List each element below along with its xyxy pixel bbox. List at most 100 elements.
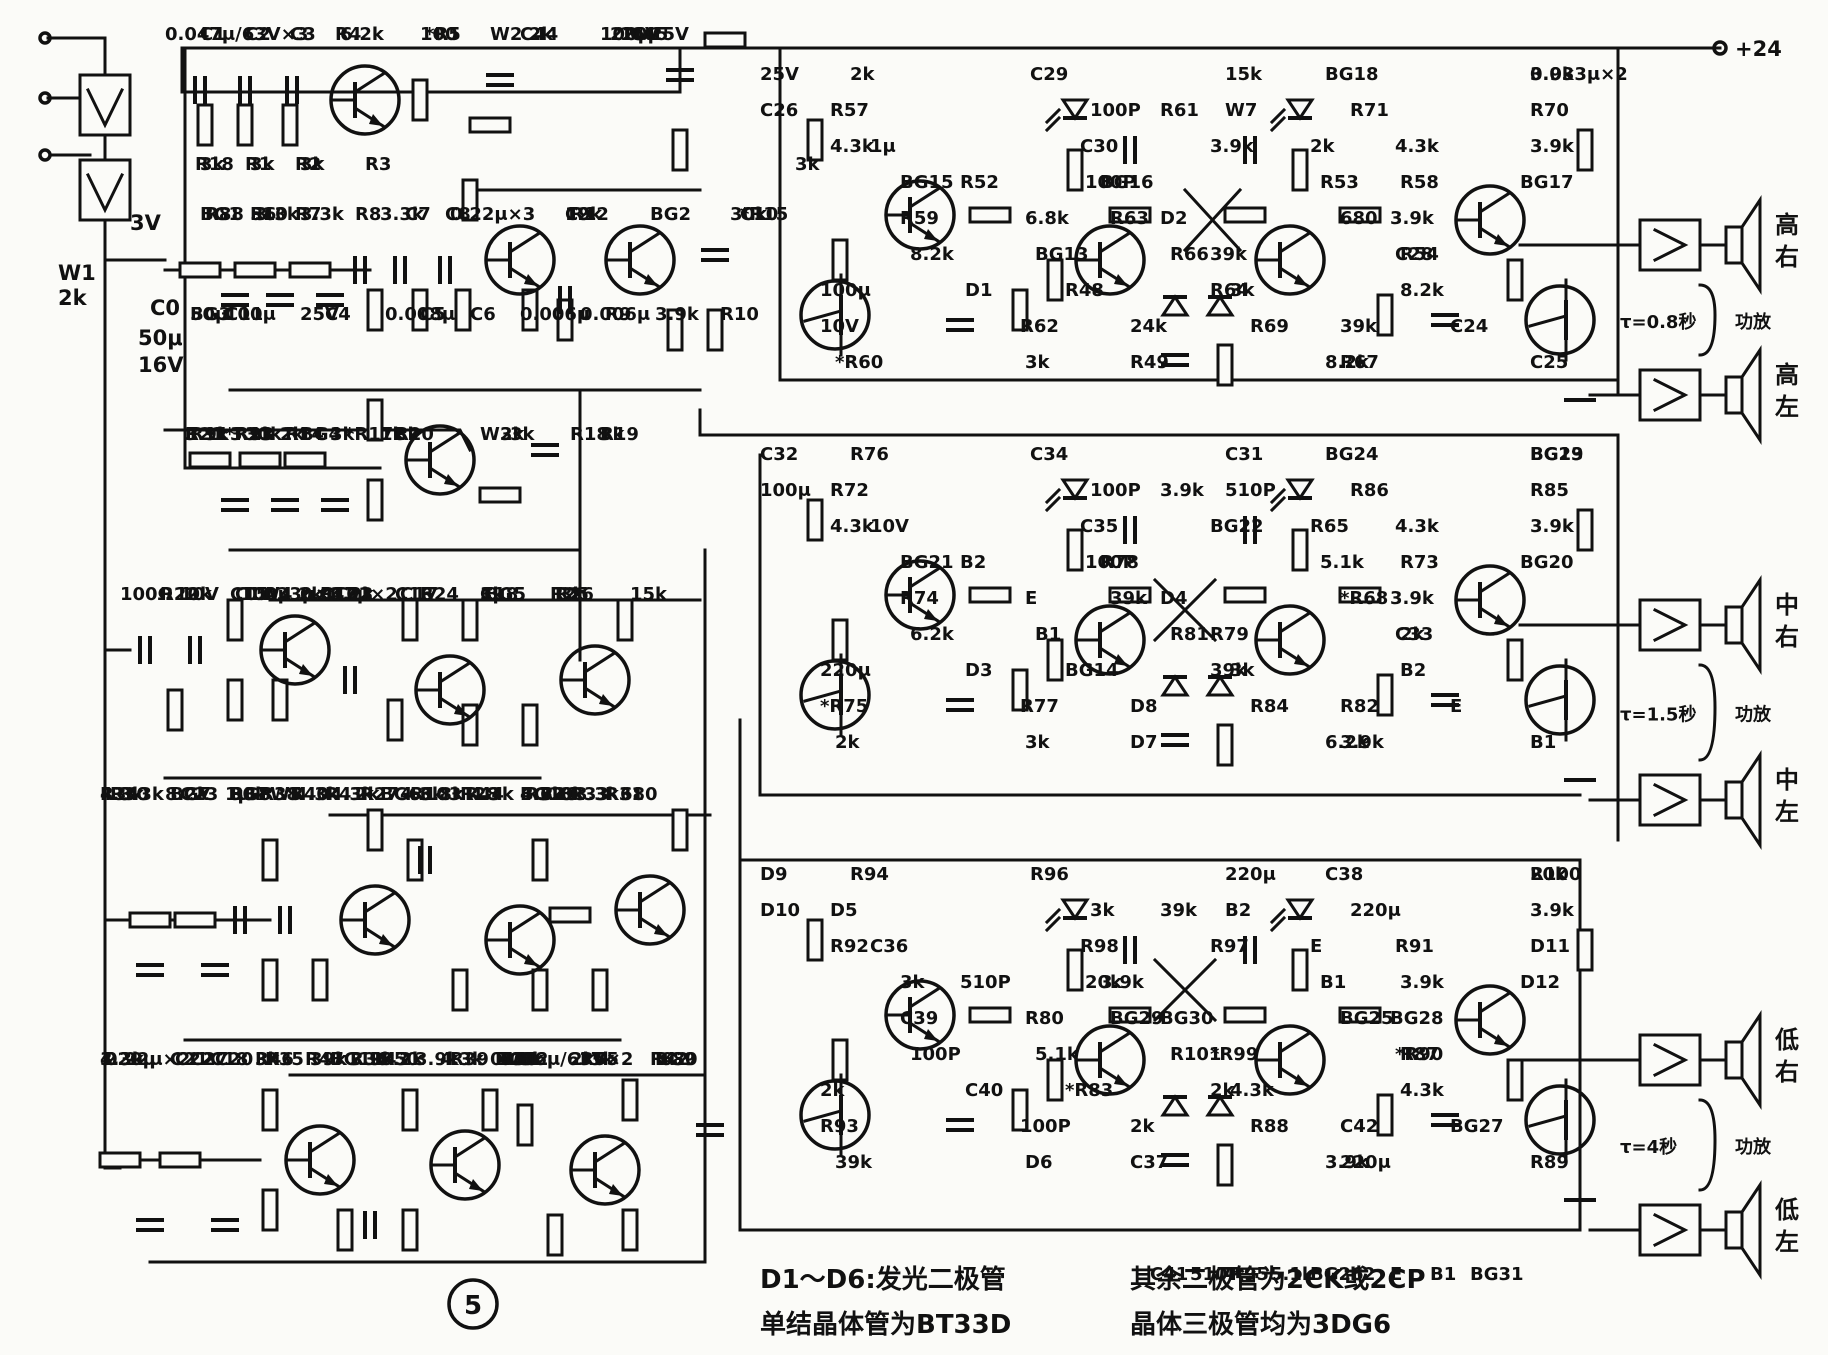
resistor	[481, 1088, 499, 1132]
led-triangle	[1060, 478, 1090, 501]
component-label: D2	[1160, 208, 1187, 229]
component-label: C31	[1225, 444, 1263, 465]
component-label: 3k	[1025, 352, 1051, 373]
speaker-cone	[1740, 750, 1762, 850]
component-label: 3.9k	[1400, 972, 1445, 993]
component-label: R32	[525, 784, 564, 805]
transistor-collector	[307, 1131, 341, 1155]
side-label-right: 右	[1775, 623, 1799, 651]
input-terminal	[38, 91, 52, 105]
component-label: R102	[320, 584, 371, 605]
component-label: R78	[1100, 552, 1139, 573]
component-label: 3.9k	[1390, 208, 1435, 229]
component-label: *R5	[425, 24, 461, 45]
component-label: BG2	[650, 204, 691, 225]
resistor	[271, 678, 289, 722]
component-label: C24	[1450, 316, 1488, 337]
resistor	[1066, 148, 1084, 192]
component-label: BG16	[1100, 172, 1154, 193]
component-label: R50	[380, 1049, 419, 1070]
component-label: C9	[565, 204, 591, 225]
component-label: 2k	[1310, 136, 1336, 157]
component-label: BG18	[1325, 64, 1379, 85]
led-ray	[1044, 495, 1062, 513]
component-label: 6.8k	[420, 784, 465, 805]
component-label: 3k	[300, 154, 326, 175]
amp-triangle	[1652, 1212, 1689, 1248]
speaker-cone	[1740, 345, 1762, 445]
input-cap-rating: 16V	[138, 353, 184, 377]
speaker-magnet	[1724, 1210, 1744, 1250]
led-ray	[1269, 915, 1287, 933]
resistor	[1338, 206, 1382, 224]
buffer-symbol	[85, 172, 125, 214]
resistor	[806, 918, 824, 962]
component-label: 510P	[1190, 1264, 1241, 1285]
figure-number-circle	[447, 1278, 499, 1330]
component-label: E	[1025, 588, 1037, 609]
component-label: C36	[870, 936, 908, 957]
resistor	[1223, 206, 1267, 224]
component-label: W4 2k	[260, 584, 324, 605]
component-label: 100μ	[240, 584, 291, 605]
resistor	[531, 968, 549, 1012]
component-label: R100	[1530, 864, 1581, 885]
component-label: 6.2k	[340, 24, 385, 45]
led-ray	[1044, 115, 1062, 133]
component-label: BG15	[900, 172, 954, 193]
component-label: 3k	[200, 154, 226, 175]
component-label: R54	[1400, 244, 1439, 265]
component-label: 2k	[1400, 624, 1426, 645]
component-label: 2k	[1130, 1116, 1156, 1137]
component-label: E	[1310, 936, 1322, 957]
side-label-right: 右	[1775, 1058, 1799, 1086]
component-label: 100μ	[600, 24, 651, 45]
component-label: C22	[175, 1049, 213, 1070]
component-label: 3k	[1090, 900, 1116, 921]
led-triangle	[1285, 478, 1315, 501]
component-label: 3.3k	[300, 204, 345, 225]
resistor	[1506, 1058, 1524, 1102]
component-label: R72	[830, 480, 869, 501]
component-label: 3k	[900, 972, 926, 993]
component-label: 3k	[510, 424, 536, 445]
amp-label: 功放	[1735, 311, 1772, 333]
component-label: 5.1k	[1320, 552, 1365, 573]
emitter-arrow	[609, 1184, 623, 1196]
component-label: R89	[1530, 1152, 1569, 1173]
component-label: D10	[760, 900, 800, 921]
resistor	[1576, 128, 1594, 172]
speaker-cone	[1740, 195, 1762, 295]
component-label: R40	[290, 784, 329, 805]
component-label: 3.9k	[1530, 64, 1575, 85]
component-label: R44	[465, 784, 504, 805]
component-label: 4.3k	[830, 516, 875, 537]
ujt-body	[799, 1079, 871, 1151]
component-label: BG12	[495, 1049, 549, 1070]
component-label: R4	[335, 24, 361, 45]
component-label: R9	[605, 304, 631, 325]
resistor	[521, 703, 539, 747]
resistor	[411, 288, 429, 332]
resistor	[478, 486, 522, 504]
component-label: R36	[350, 1049, 389, 1070]
component-label: 100μ	[225, 304, 276, 325]
note-diodes: 其余二极管为2CK或2CP	[1130, 1264, 1426, 1295]
component-label: R91	[1395, 936, 1434, 957]
buffer-symbol	[85, 87, 125, 129]
component-label: 16V	[620, 24, 659, 45]
emitter-arrow	[924, 229, 938, 241]
emitter-arrow	[1494, 234, 1508, 246]
component-label: 4.3k	[330, 784, 375, 805]
component-label: C44	[520, 24, 558, 45]
component-label: R38	[260, 784, 299, 805]
resistor	[158, 1151, 202, 1169]
component-label: C21	[170, 1049, 208, 1070]
supply-label: +24	[1735, 37, 1782, 61]
component-label: R31	[605, 784, 644, 805]
component-label: 220μ	[820, 660, 871, 681]
component-label: 2k	[1210, 1080, 1236, 1101]
component-label: R93	[820, 1116, 859, 1137]
amp-label: 功放	[1735, 1136, 1772, 1158]
component-label: R20	[395, 424, 434, 445]
